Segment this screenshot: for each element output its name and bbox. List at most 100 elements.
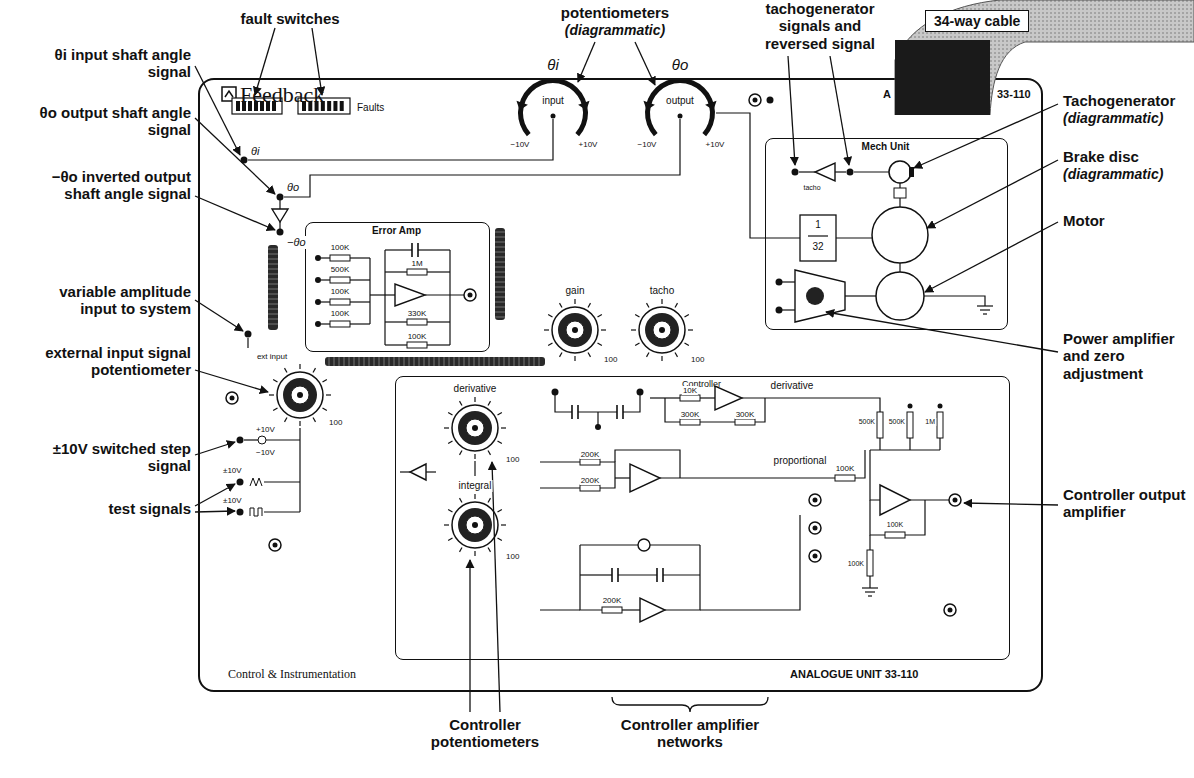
panel-marking: tacho [649,285,675,297]
knob-tick [647,303,650,307]
patch-lead [268,245,278,330]
knob-tick [588,303,591,307]
patch-lead-ring [469,357,470,366]
wire [385,344,407,345]
wire [618,574,657,575]
callout-label: (diagrammatic) [1062,166,1164,182]
panel-marking: ±10V [222,466,243,475]
socket-pin [753,98,758,103]
potentiometer-track [518,78,588,136]
knob-tick [474,454,475,459]
knob-tick [488,498,491,502]
terminal-dot [767,97,774,104]
callout-label: Brake disc [1062,148,1140,165]
panel-marking: 500K [330,265,351,274]
knob-tick [313,418,316,422]
patch-lead-ring [489,357,490,366]
wire [540,487,580,488]
wire [600,462,615,488]
triangle-wave-symbol [250,478,262,486]
patch-lead-ring [494,357,495,366]
patch-lead-ring [268,289,278,290]
knob-tick [474,397,475,402]
resistor-symbol [602,607,622,613]
socket-pin [813,498,818,503]
resistor-symbol [867,550,873,576]
capacitor-plate [611,568,613,582]
wire [835,171,846,172]
wire [350,279,370,280]
panel-marking: gain [565,285,586,297]
wire [449,250,450,345]
wire [615,477,630,478]
wire [540,461,580,462]
leader-arrow [195,370,268,392]
knob-tick [548,315,552,318]
socket [226,392,238,404]
panel-marking: 100K [847,560,865,568]
wire [845,295,876,296]
wire [623,392,640,412]
knob-tick [635,343,639,346]
wire [284,119,680,197]
callout-label: (diagrammatic) [564,22,666,38]
wire [426,471,436,472]
amplifier-symbol [640,598,665,622]
knob-centre [472,522,478,528]
wire [264,481,300,482]
wire [321,301,330,302]
patch-lead-ring [484,357,485,366]
inverter-symbol [410,464,426,480]
knob-tick [661,356,662,361]
patch-lead-ring [349,357,350,366]
knob-tick [675,303,678,307]
wire [321,323,330,324]
panel-marking: integral [458,480,493,492]
patch-lead-ring [409,357,410,366]
patch-lead-ring [504,357,505,366]
knob-tick [598,343,602,346]
panel-marking: 100K [886,521,904,529]
bracket [612,697,768,712]
tachogenerator [889,161,911,183]
wire [905,500,925,535]
knob-tick [299,421,300,426]
patch-lead-ring [524,357,525,366]
patch-lead-ring [534,357,535,366]
panel-marking: 33-110 [996,88,1032,101]
panel-marking: 1M [410,259,423,268]
callout-label: Controller output amplifier [1062,486,1189,521]
wire [370,294,395,295]
patch-lead-ring [495,252,505,253]
wire [665,545,700,610]
resistor-symbol [907,412,913,438]
wire [350,257,370,258]
wire [427,271,450,272]
wire [700,515,800,610]
patch-lead-ring [495,317,505,318]
patch-lead-ring [414,357,415,366]
knob-tick [323,408,327,411]
terminal-dot [277,229,284,236]
ground-symbol [862,587,878,588]
terminal-dot [277,194,284,201]
panel-marking: 100K [407,332,428,341]
patch-lead-ring [369,357,370,366]
leader-arrow [964,503,1058,505]
leader-arrow [195,511,235,512]
wire [580,545,602,610]
ground-symbol [977,305,993,306]
patch-lead-ring [495,287,505,288]
leader-arrow [195,196,275,230]
brake-magnet [894,188,906,198]
knob-tick [635,315,639,318]
patch-lead-ring [495,302,505,303]
panel-heading: Error Amp [372,225,421,237]
wire [660,477,835,478]
panel-marking: output [665,95,695,107]
patch-lead-ring [268,254,278,255]
wire [622,609,640,610]
knob-cap [466,419,484,437]
patch-lead-ring [374,357,375,366]
ground-symbol [983,313,987,314]
